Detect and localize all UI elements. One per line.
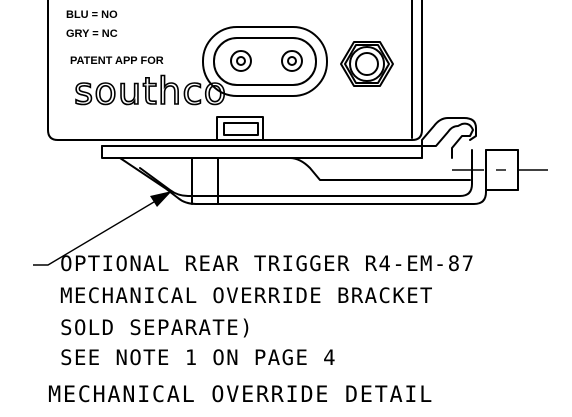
wire-blue-label: BLU = NO: [66, 9, 118, 21]
callout-line-1: OPTIONAL REAR TRIGGER R4-EM-87: [60, 252, 475, 276]
latch-tab: [216, 116, 264, 141]
detail-title: MECHANICAL OVERRIDE DETAIL: [48, 383, 434, 408]
wire-gray-label: GRY = NC: [66, 28, 118, 40]
callout-line-3: SOLD SEPARATE): [60, 316, 254, 340]
leader-arrow: [33, 191, 172, 266]
callout-line-2: MECHANICAL OVERRIDE BRACKET: [60, 284, 434, 308]
override-bracket: [101, 117, 519, 205]
hex-connector: [340, 41, 394, 87]
brand-logo: southco: [74, 70, 227, 113]
patent-label: PATENT APP FOR: [70, 55, 164, 67]
callout-line-4: SEE NOTE 1 ON PAGE 4: [60, 346, 337, 370]
oval-mounting-plate: [202, 26, 328, 97]
